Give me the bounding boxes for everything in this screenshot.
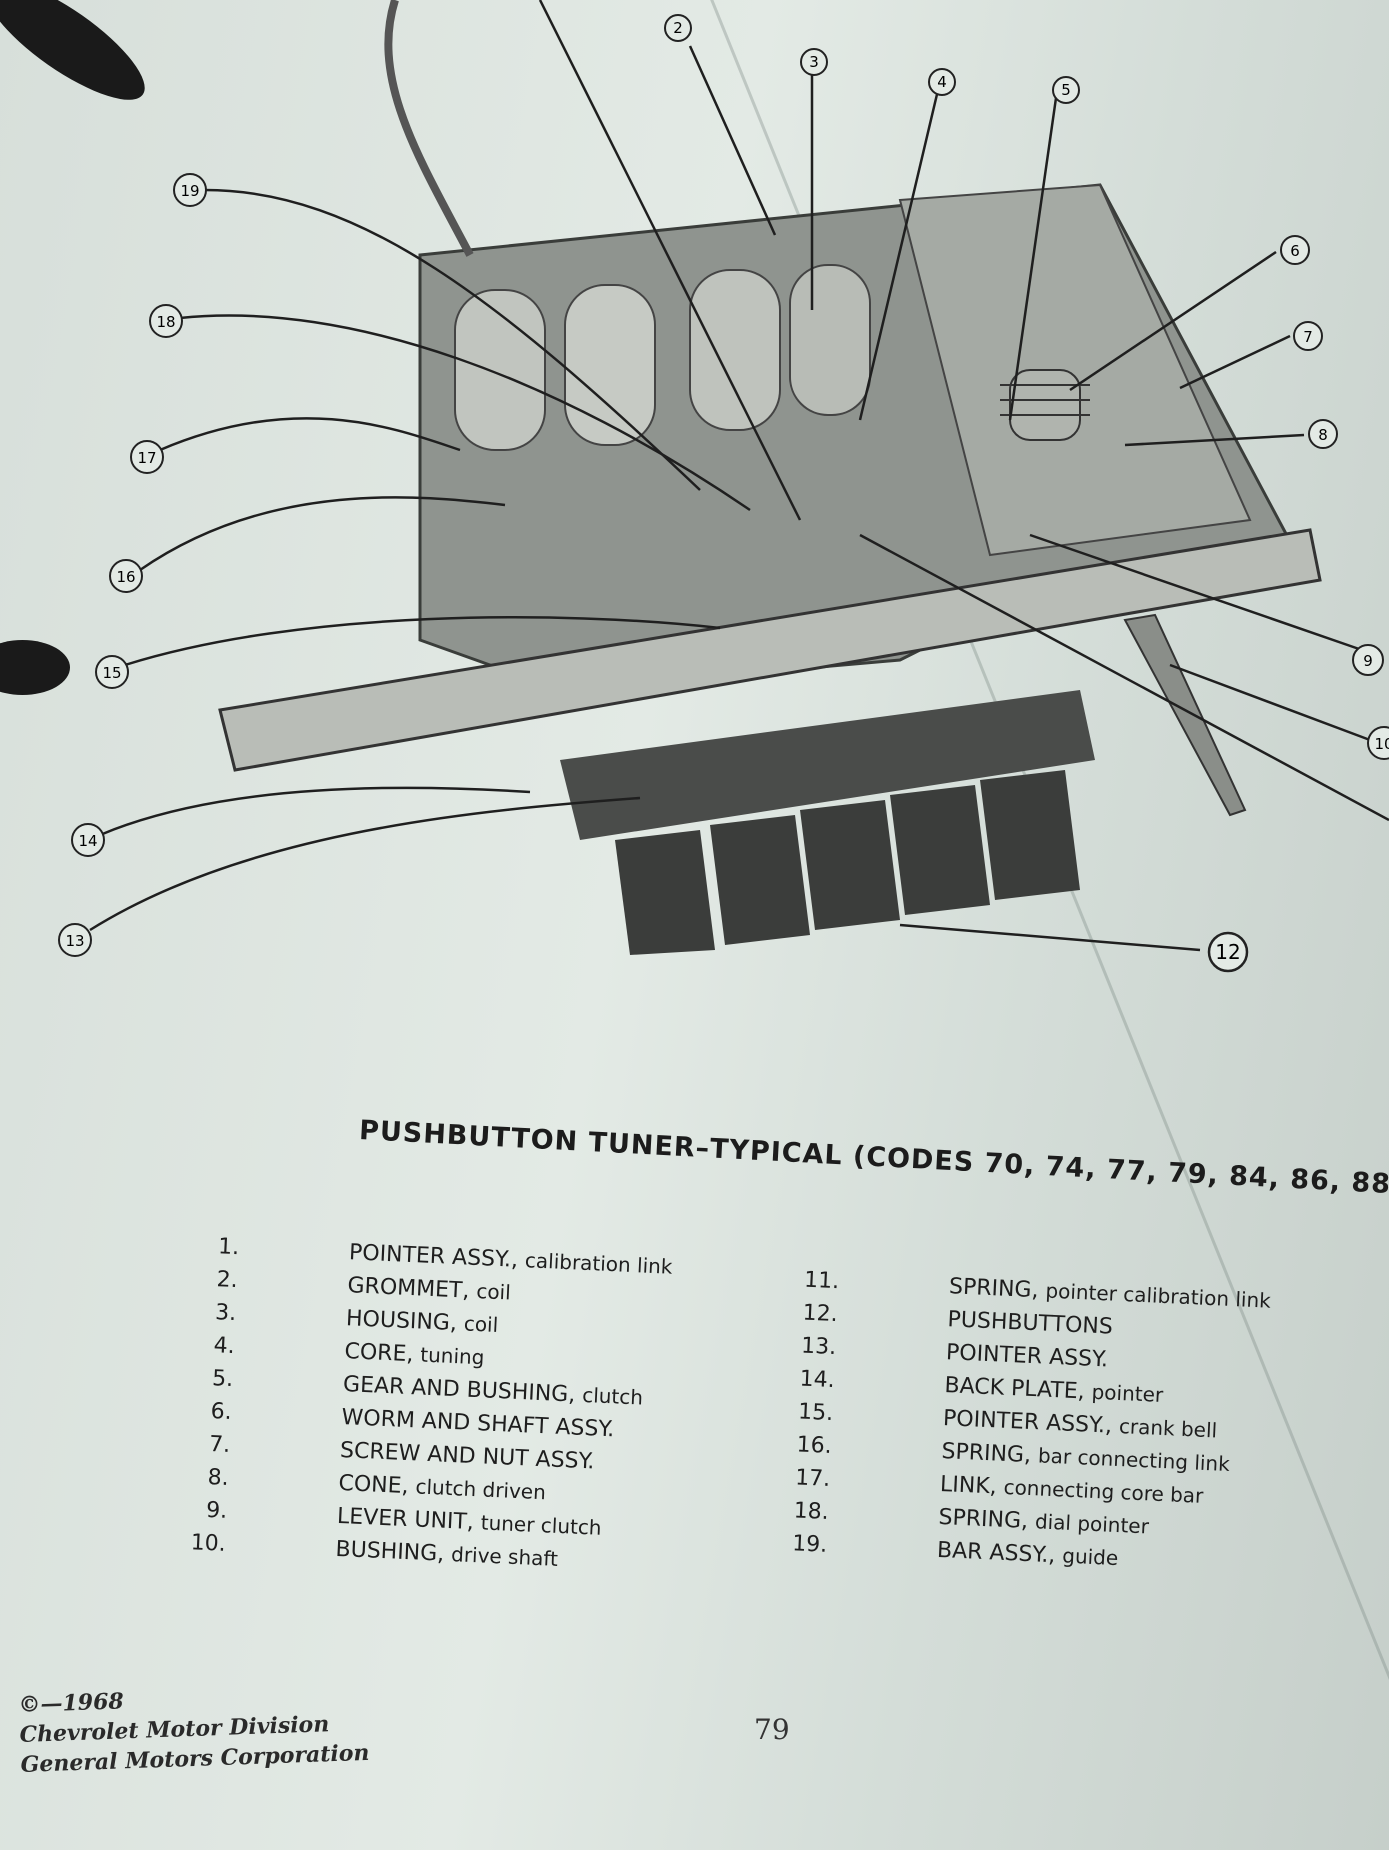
tuner-illustration: [218, 0, 1322, 955]
callout-2: 2: [664, 14, 692, 42]
svg-text:2: 2: [673, 19, 683, 37]
svg-text:14: 14: [78, 832, 97, 850]
callout-13: 13: [58, 923, 92, 957]
callout-5: 5: [1052, 76, 1080, 104]
callout-4: 4: [928, 68, 956, 96]
callout-8: 8: [1308, 419, 1338, 449]
parts-list-right: 11.SPRING, pointer calibration link 12.P…: [757, 1262, 1272, 1581]
svg-text:15: 15: [102, 664, 121, 682]
shaft: [1123, 613, 1247, 817]
svg-text:6: 6: [1290, 242, 1300, 260]
callout-14: 14: [71, 823, 105, 857]
parts-list-left: 1.POINTER ASSY., calibration link 2.GROM…: [155, 1228, 673, 1581]
svg-text:7: 7: [1303, 328, 1313, 346]
svg-text:18: 18: [156, 313, 175, 331]
page-number: 79: [754, 1713, 790, 1746]
callout-6: 6: [1280, 235, 1310, 265]
worm-gear: [1000, 369, 1090, 441]
svg-text:19: 19: [180, 182, 199, 200]
svg-text:12: 12: [1215, 940, 1240, 964]
tuner-figure: 2 3 4 5 6 7 8 9 10 12 13 14 15 16 17 18 …: [58, 0, 1389, 973]
coil-housings: [454, 264, 871, 451]
svg-text:10: 10: [1374, 735, 1389, 753]
tuner-back-plate: [898, 183, 1252, 557]
callout-7: 7: [1293, 321, 1323, 351]
callout-16: 16: [109, 559, 143, 593]
callout-15: 15: [95, 655, 129, 689]
callout-19: 19: [173, 173, 207, 207]
figure-caption: PUSHBUTTON TUNER–TYPICAL (CODES 70, 74, …: [358, 1115, 1389, 1201]
svg-text:5: 5: [1061, 81, 1071, 99]
callout-3: 3: [800, 48, 828, 76]
svg-text:16: 16: [116, 568, 135, 586]
callout-17: 17: [130, 440, 164, 474]
callout-markers: 2 3 4 5 6 7 8 9 10 12 13 14 15 16 17 18 …: [58, 14, 1389, 973]
callout-10: 10: [1367, 726, 1389, 760]
svg-text:4: 4: [937, 73, 947, 91]
callout-9: 9: [1352, 644, 1384, 676]
callout-12: 12: [1207, 931, 1249, 973]
pushbutton-row: [560, 690, 1095, 955]
callout-18: 18: [149, 304, 183, 338]
pointer-bar: [218, 528, 1322, 772]
svg-text:13: 13: [65, 932, 84, 950]
svg-text:9: 9: [1363, 652, 1373, 670]
svg-text:8: 8: [1318, 426, 1328, 444]
svg-text:17: 17: [137, 449, 156, 467]
leader-lines: [89, 0, 1389, 952]
svg-text:3: 3: [809, 53, 819, 71]
publisher-footer: ©—1968 Chevrolet Motor Division General …: [18, 1678, 370, 1780]
